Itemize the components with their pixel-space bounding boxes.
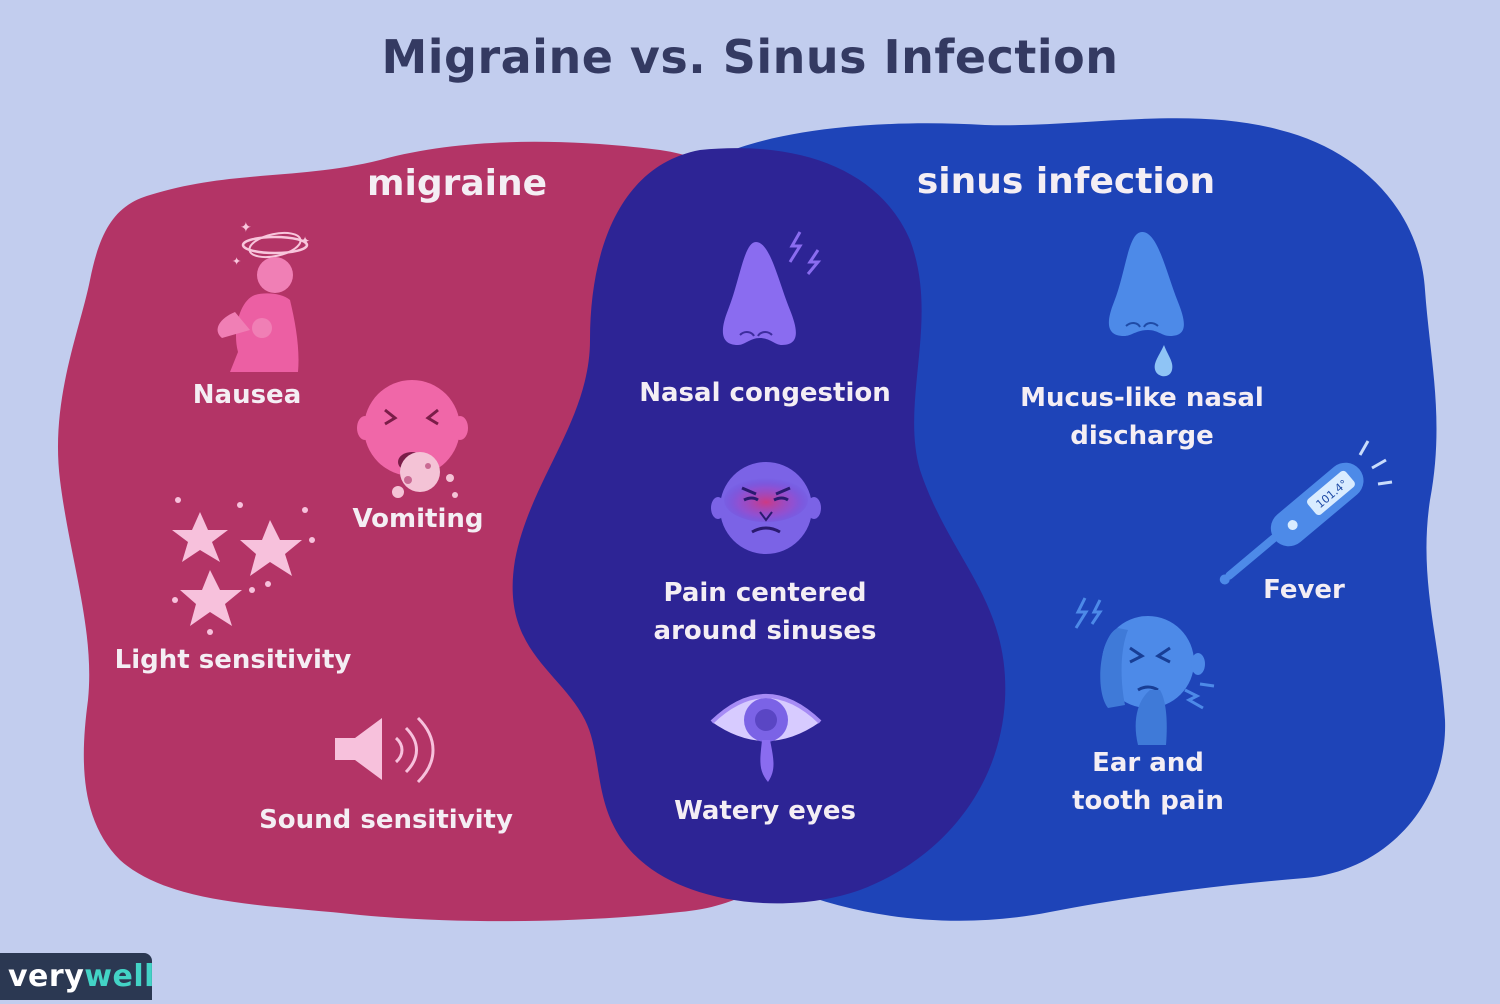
speaker-icon	[335, 716, 435, 784]
light-sensitivity-label: Light sensitivity	[114, 645, 352, 675]
dizzy-person-icon: ✦ ✦ ✦	[217, 220, 310, 372]
sinus-face-icon	[711, 462, 821, 554]
ear-tooth-pain-label: Ear and tooth pain	[1072, 744, 1224, 820]
watery-eye-icon	[710, 694, 822, 782]
vomiting-face-icon	[357, 380, 468, 498]
vomiting-label: Vomiting	[352, 504, 484, 534]
nausea-label: Nausea	[192, 380, 302, 410]
svg-text:✦: ✦	[300, 234, 310, 248]
ear-line-2: tooth pain	[1072, 786, 1224, 816]
logo-well: well	[84, 959, 155, 994]
mucus-line-1: Mucus-like nasal	[1020, 383, 1264, 413]
sparkles-icon	[172, 497, 315, 635]
mucus-line-2: discharge	[1070, 421, 1214, 451]
svg-text:✦: ✦	[240, 220, 252, 236]
nose-pain-icon	[722, 231, 822, 345]
migraine-heading: migraine	[366, 163, 548, 204]
svg-text:✦: ✦	[232, 255, 241, 268]
thermometer-icon: 101.4°	[1219, 440, 1393, 585]
ear-pain-face-icon	[1074, 597, 1215, 745]
sound-sensitivity-label: Sound sensitivity	[259, 805, 513, 835]
sinus-pain-line-1: Pain centered	[663, 578, 867, 608]
sinus-pain-line-2: around sinuses	[653, 616, 877, 646]
ear-line-1: Ear and	[1092, 748, 1204, 778]
mucus-discharge-label: Mucus-like nasal discharge	[1020, 379, 1264, 455]
sinus-heading: sinus infection	[916, 161, 1216, 202]
page-title: Migraine vs. Sinus Infection	[381, 30, 1119, 84]
dripping-nose-icon	[1108, 232, 1184, 377]
watery-eyes-label: Watery eyes	[674, 796, 856, 826]
sinus-pain-label: Pain centered around sinuses	[654, 574, 877, 650]
logo-very: very	[8, 959, 85, 994]
nasal-congestion-label: Nasal congestion	[639, 378, 891, 408]
fever-label: Fever	[1263, 575, 1345, 605]
